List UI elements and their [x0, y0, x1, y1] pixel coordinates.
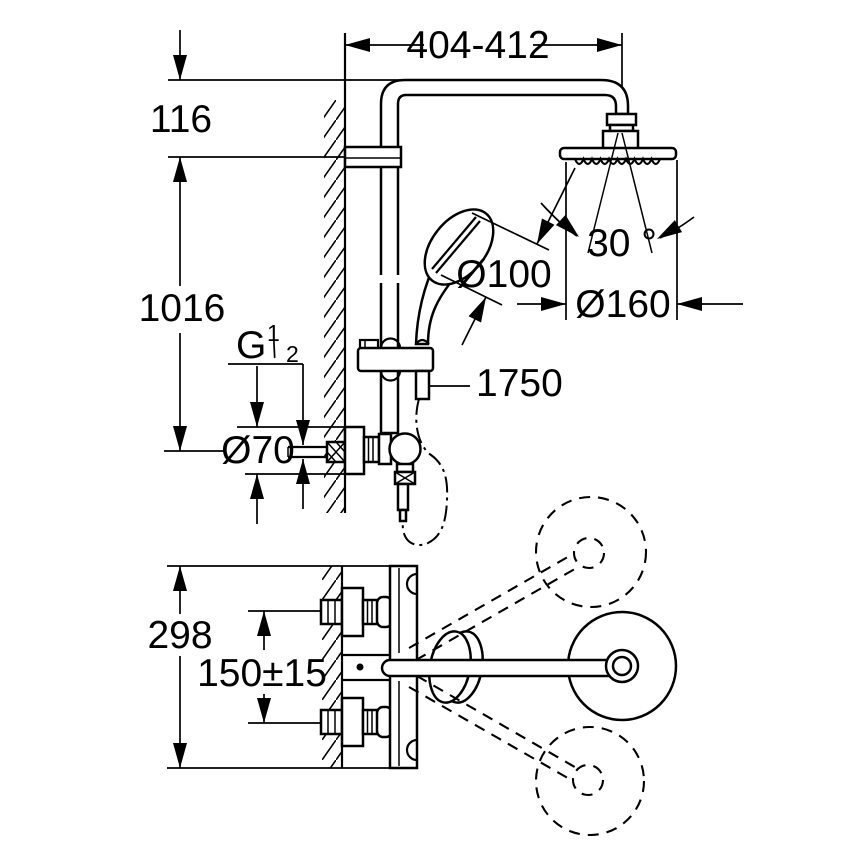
shower-rail-slider	[356, 337, 435, 401]
dimension-arm-drop: 116	[150, 30, 400, 158]
dimension-overall-height: 298	[147, 565, 390, 769]
overall-height-label: 298	[147, 614, 212, 657]
arm-drop-label: 116	[150, 98, 212, 141]
head-shower-plate	[558, 146, 678, 161]
dimension-hand-shower-diameter: Ø100	[440, 167, 576, 346]
hose-fitting	[414, 369, 431, 401]
hand-shower	[414, 208, 495, 346]
head-disc-position-up	[534, 495, 648, 609]
dimension-hose-length: 1750	[430, 362, 563, 405]
wall-hatch	[324, 100, 345, 513]
ball-joint-inner	[611, 655, 633, 677]
rail-height-label: 1016	[139, 287, 226, 330]
spray-cone-left	[587, 132, 619, 254]
valve-assembly	[287, 425, 422, 523]
rail-break	[378, 275, 401, 283]
union-escutcheon-top	[340, 586, 365, 638]
dimension-thread-size: G 1 / 2	[228, 320, 310, 509]
handle-notch-top	[405, 572, 418, 596]
thread-g-label: G	[236, 324, 266, 367]
arm-reach-label: 404-412	[406, 24, 549, 67]
valve-knob	[388, 432, 422, 466]
union-nut	[362, 435, 381, 464]
s-union-top	[319, 586, 394, 638]
dimension-arm-reach: 404-412	[345, 24, 623, 112]
dimension-head-shower-diameter: Ø160	[517, 160, 743, 326]
connection-centers-label: 150±15	[197, 652, 327, 695]
thread-numerator: 1	[267, 320, 280, 346]
handle-inlet	[415, 338, 430, 345]
head-shower	[558, 112, 678, 254]
swivel-arm	[380, 658, 616, 678]
dimension-connection-centers: 150±15	[197, 610, 342, 724]
holder-body	[356, 346, 435, 373]
shower-hose	[401, 398, 449, 546]
dimension-rail-height: 1016	[139, 157, 226, 452]
thread-denominator: 2	[286, 341, 299, 367]
hose-length-label: 1750	[476, 362, 563, 405]
mount-screw	[356, 663, 364, 671]
lower-view: 298 150±15	[147, 495, 678, 837]
dimension-escutcheon-diameter: Ø70	[221, 366, 345, 524]
hose-outlet	[396, 482, 410, 512]
swivel-positions	[408, 495, 648, 837]
escutcheon-diameter-label: Ø70	[221, 429, 295, 472]
upper-view: 404-412 116 1016	[139, 24, 743, 546]
head-shower-diameter-label: Ø160	[575, 283, 670, 326]
spray-angle-label: 30 °	[587, 222, 657, 265]
handle-notch-bottom	[405, 738, 418, 762]
hand-shower-diameter-label: Ø100	[456, 253, 551, 296]
spray-cone-right	[621, 132, 653, 254]
swivel-arm-up	[408, 553, 574, 649]
head-disc-position-down	[534, 725, 646, 837]
wall-escutcheon	[343, 425, 366, 476]
swivel-arm-down	[408, 686, 574, 782]
wall-bracket	[343, 145, 403, 169]
spray-face	[573, 156, 662, 166]
s-union-bottom	[319, 696, 394, 748]
head-shower-nut	[605, 112, 638, 127]
head-shower-top-view	[380, 610, 678, 722]
dimension-spray-angle: 30 °	[540, 202, 695, 265]
head-shower-joint	[601, 129, 640, 151]
union-escutcheon-bottom	[340, 696, 365, 748]
